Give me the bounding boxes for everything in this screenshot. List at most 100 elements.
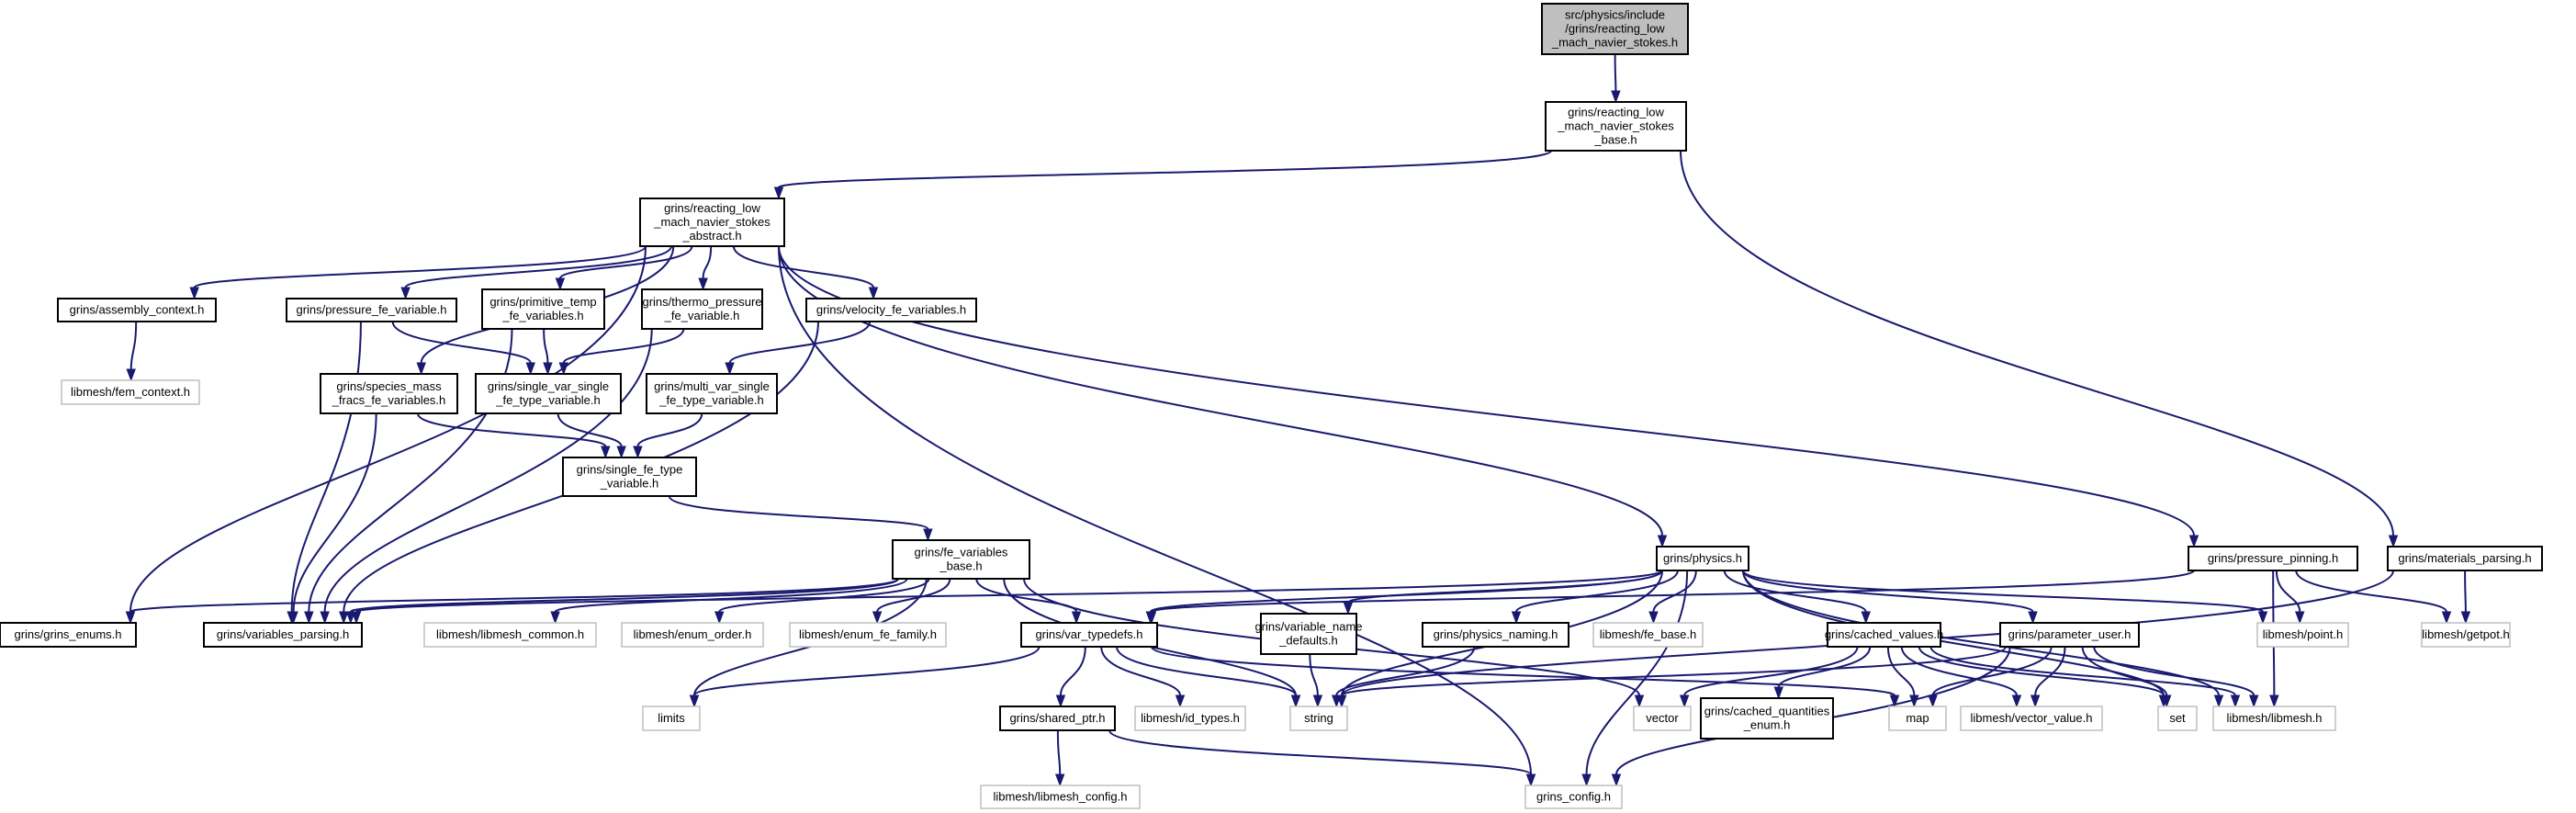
node-fe-vars-base[interactable]: grins/fe_variables_base.h: [892, 539, 1030, 580]
node-root[interactable]: src/physics/include/grins/reacting_low_m…: [1541, 3, 1689, 55]
edge-line: [391, 321, 532, 364]
arrowhead: [2269, 694, 2279, 708]
node-shared-ptr[interactable]: grins/shared_ptr.h: [999, 706, 1116, 731]
node-box: [61, 379, 200, 405]
node-label: grins/physics.h: [1663, 551, 1742, 565]
edge-line: [129, 245, 647, 613]
node-physics[interactable]: grins/physics.h: [1656, 546, 1749, 571]
edge-multi-var-to-single-fe: [633, 412, 703, 459]
arrowhead: [416, 362, 426, 376]
node-box: [1260, 613, 1357, 655]
edge-line: [2034, 646, 2066, 696]
edge-line: [1151, 570, 2195, 613]
node-box: [639, 198, 785, 247]
arrowhead: [2295, 611, 2305, 625]
node-assembly[interactable]: grins/assembly_context.h: [57, 298, 217, 322]
node-grins-enums[interactable]: grins/grins_enums.h: [0, 622, 137, 648]
edge-line: [1100, 646, 1181, 696]
edge-pressure-fe-to-single-var: [391, 321, 535, 376]
edge-physics-to-grins-config: [1581, 570, 1689, 787]
edge-line: [668, 495, 929, 530]
edge-line: [728, 321, 872, 364]
edge-line: [1515, 570, 1679, 613]
arrowhead: [616, 446, 626, 459]
node-box: [1999, 622, 2140, 648]
edge-line: [1108, 729, 1532, 775]
node-label: grins/grins_enums.h: [14, 627, 121, 641]
edge-line: [2275, 570, 2301, 613]
node-cached-values[interactable]: grins/cached_values.h: [1825, 622, 1943, 648]
node-thermo[interactable]: grins/thermo_pressure_fe_variable.h: [641, 288, 763, 330]
edge-fe-vars-base-to-enum-fe-family: [872, 578, 951, 625]
node-box: [423, 622, 597, 648]
node-single-var[interactable]: grins/single_var_single_fe_type_variable…: [475, 373, 622, 414]
edge-fe-vars-base-to-var-typedefs: [975, 578, 1082, 625]
arrowhead: [2460, 611, 2471, 625]
node-param-user[interactable]: grins/parameter_user.h: [1999, 622, 2140, 648]
edge-fe-vars-base-to-grins-enums: [125, 578, 899, 625]
node-label: grins/species_mass: [336, 379, 442, 393]
node-pressure-pinning[interactable]: grins/pressure_pinning.h: [2188, 546, 2358, 571]
node-box: [286, 298, 457, 322]
arrowhead: [125, 611, 136, 625]
edge-line: [292, 412, 377, 613]
edge-line: [349, 578, 899, 613]
node-box: [1020, 622, 1158, 648]
node-box: [621, 622, 764, 648]
node-label: string: [1304, 711, 1333, 725]
node-label: grins/materials_parsing.h: [2398, 551, 2531, 565]
node-base[interactable]: grins/reacting_low_mach_navier_stokes_ba…: [1545, 101, 1687, 152]
node-label: _enum.h: [1743, 718, 1791, 732]
node-label: grins/assembly_context.h: [70, 303, 205, 317]
node-box: [1134, 706, 1246, 731]
node-physics-naming[interactable]: grins/physics_naming.h: [1422, 622, 1569, 648]
node-var-typedefs[interactable]: grins/var_typedefs.h: [1020, 622, 1158, 648]
node-box: [1888, 706, 1947, 731]
edge-line: [1346, 570, 1663, 604]
arrowhead: [1336, 694, 1347, 708]
node-velocity[interactable]: grins/velocity_fe_variables.h: [805, 298, 977, 322]
arrowhead: [1525, 773, 1536, 787]
edge-shared-ptr-to-grins-config: [1108, 729, 1536, 787]
edge-single-fe-to-fe-vars-base: [668, 495, 933, 542]
node-box: [1827, 622, 1941, 648]
node-label: grins/pressure_pinning.h: [2208, 551, 2338, 565]
node-vector: vector: [1633, 706, 1692, 731]
edge-physics-to-point: [1742, 570, 2268, 625]
node-label: libmesh/enum_fe_family.h: [799, 627, 937, 641]
edge-line: [1777, 646, 1872, 688]
node-abstract[interactable]: grins/reacting_low_mach_navier_stokes_ab…: [639, 198, 785, 247]
node-label: _fe_type_variable.h: [495, 393, 600, 407]
node-label: limits: [658, 711, 685, 725]
node-label: grins/single_var_single: [488, 379, 609, 393]
node-box: [2188, 546, 2358, 571]
node-label: libmesh/libmesh_common.h: [436, 627, 584, 641]
node-var-name-defaults[interactable]: grins/variable_name_defaults.h: [1254, 613, 1363, 655]
node-cached-qty[interactable]: grins/cached_quantities_enum.h: [1700, 697, 1834, 740]
arrowhead: [126, 368, 136, 382]
node-prim-temp[interactable]: grins/primitive_temp_fe_variables.h: [481, 288, 605, 330]
edge-layer: [125, 53, 2471, 787]
node-label: _base.h: [939, 559, 982, 573]
node-pressure-fe[interactable]: grins/pressure_fe_variable.h: [286, 298, 457, 322]
arrowhead: [1679, 694, 1690, 708]
node-label: libmesh/libmesh_config.h: [994, 790, 1128, 804]
node-single-fe[interactable]: grins/single_fe_type_variable.h: [562, 457, 697, 497]
node-box: [57, 298, 217, 322]
edge-var-typedefs-to-map: [1151, 646, 1900, 708]
edge-line: [636, 412, 703, 447]
edge-line: [1683, 646, 1859, 696]
node-multi-var[interactable]: grins/multi_var_single_fe_type_variable.…: [646, 373, 778, 414]
node-materials[interactable]: grins/materials_parsing.h: [2387, 546, 2543, 571]
node-id-types: libmesh/id_types.h: [1134, 706, 1246, 731]
node-var-parsing[interactable]: grins/variables_parsing.h: [203, 622, 363, 648]
node-species[interactable]: grins/species_mass_fracs_fe_variables.h: [320, 373, 458, 414]
edge-line: [1341, 646, 2007, 696]
edge-line: [1742, 570, 2034, 613]
node-label: _fe_variable.h: [664, 309, 740, 322]
node-label: grins/fe_variables: [915, 546, 1008, 559]
edge-line: [1309, 653, 1319, 696]
node-box: [789, 622, 947, 648]
edge-line: [718, 578, 930, 613]
